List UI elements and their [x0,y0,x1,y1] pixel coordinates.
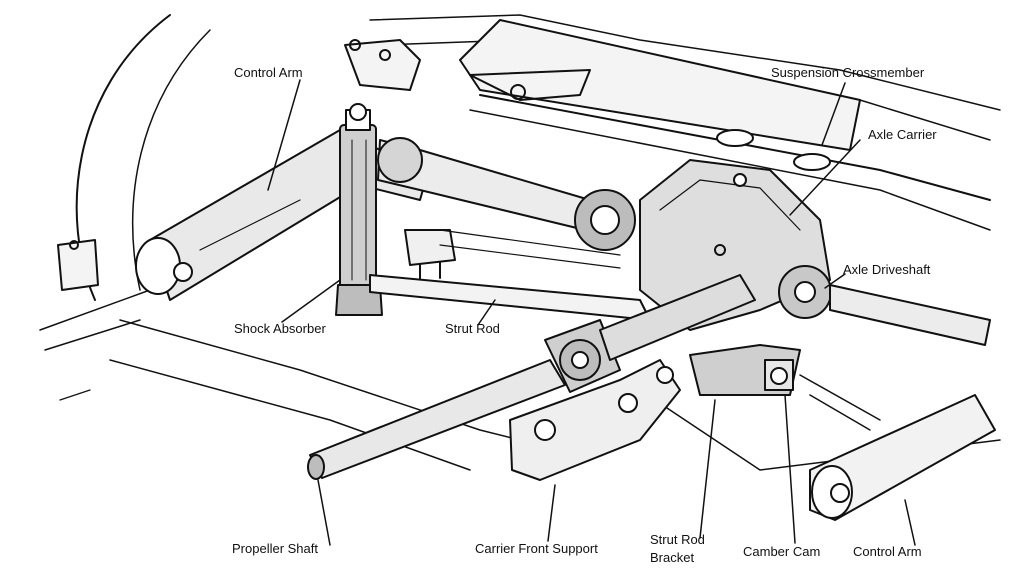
carrier-front-support-shape [509,359,681,481]
shock-absorber-shape [335,103,383,316]
label-strut-rod-bracket-line2: Bracket [650,550,695,565]
label-strut-rod-bracket-line1: Strut Rod [650,532,705,547]
label-control-arm-top: Control Arm [234,65,303,80]
label-strut-rod: Strut Rod [445,321,500,336]
control-arm-right [799,374,996,521]
label-control-arm-bottom: Control Arm [853,544,922,559]
axle-driveshaft-right [778,265,991,346]
label-axle-carrier: Axle Carrier [868,127,937,142]
axle-driveshaft-left [377,137,636,251]
frame-rail-upper [369,14,1001,111]
label-propeller-shaft: Propeller Shaft [232,541,318,556]
strut-rod-bracket-shape [689,344,801,396]
label-camber-cam: Camber Cam [743,544,821,559]
label-suspension-crossmember: Suspension Crossmember [771,65,925,80]
propeller-shaft-shape [307,274,756,480]
label-axle-driveshaft: Axle Driveshaft [843,262,931,277]
wheel-well-inner [131,29,211,291]
frame-rail-lower [479,94,991,201]
suspension-crossmember-shape [459,19,861,171]
label-shock-absorber: Shock Absorber [234,321,326,336]
left-mount-bracket [57,239,99,291]
leader-lines [267,79,916,546]
label-carrier-front-support: Carrier Front Support [475,541,598,556]
